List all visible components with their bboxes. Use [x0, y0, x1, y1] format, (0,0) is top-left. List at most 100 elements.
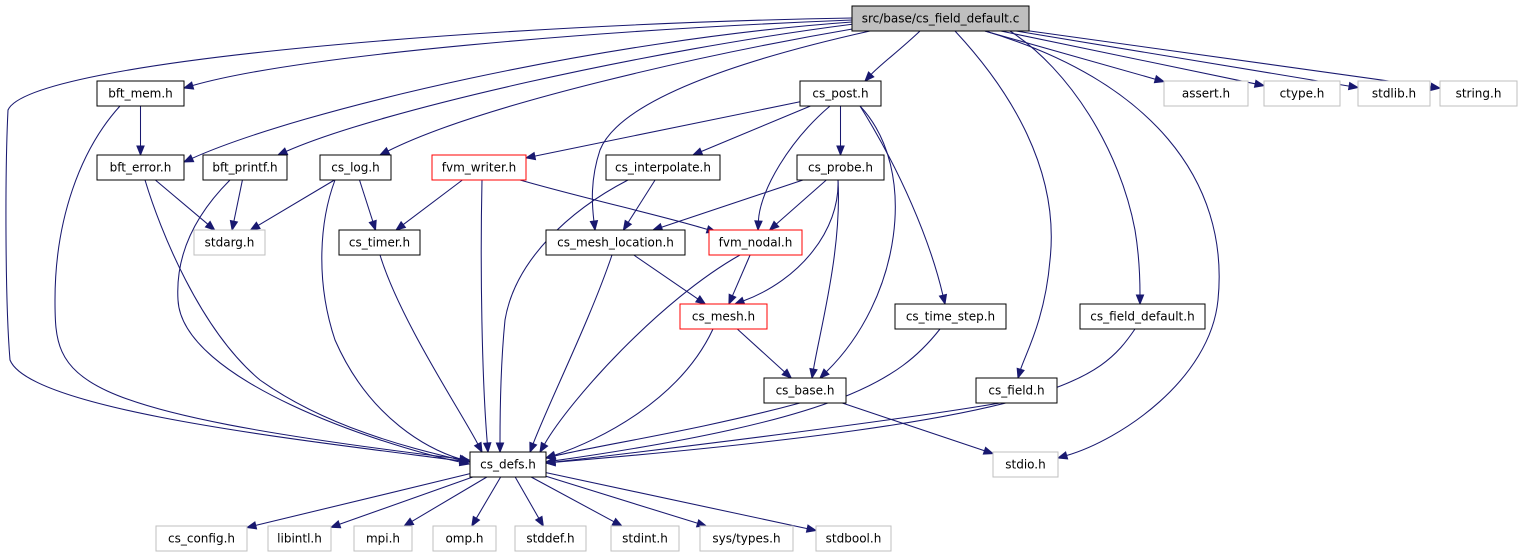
edge-line	[514, 476, 540, 519]
edge-line	[870, 30, 921, 75]
edge-line	[532, 254, 613, 444]
edge-bft_error-to-stdarg	[154, 179, 216, 231]
edge-cs_interpolate-to-cs_defs	[495, 179, 629, 454]
edge-cs_defs-to-libintl	[329, 476, 473, 529]
arrowhead	[471, 515, 481, 528]
edge-line	[544, 254, 741, 445]
node-cs-field-default-h[interactable]: cs_field_default.h	[1079, 303, 1206, 330]
node-label: src/base/cs_field_default.c	[862, 12, 1020, 26]
arrowhead	[589, 220, 599, 232]
arrowhead	[482, 442, 492, 454]
edge-line	[954, 30, 1052, 370]
node-label: cs_timer.h	[349, 236, 410, 250]
node-label: cs_post.h	[812, 87, 868, 101]
node-box	[267, 525, 332, 552]
node-cs-time-step[interactable]: cs_time_step.h	[894, 303, 1007, 330]
arrowhead	[691, 147, 704, 156]
node-cs-mesh-location[interactable]: cs_mesh_location.h	[545, 229, 686, 256]
arrowhead	[982, 446, 995, 455]
edge-line	[144, 179, 461, 461]
arrowhead	[539, 441, 549, 454]
node-stdio: stdio.h	[992, 451, 1059, 478]
arrowhead	[733, 296, 746, 305]
edge-cs_defs-to-stdint	[530, 476, 624, 527]
edge-root-to-string	[1028, 30, 1442, 92]
node-box	[975, 377, 1058, 404]
node-box	[432, 525, 497, 552]
edge-line	[359, 179, 374, 222]
node-label: cs_base.h	[776, 384, 835, 398]
edge-line	[1009, 30, 1141, 296]
node-cs-post[interactable]: cs_post.h	[799, 80, 882, 107]
node-label: cs_mesh.h	[692, 310, 755, 324]
edge-cs_post-to-cs_probe	[836, 106, 845, 157]
node-bft-printf[interactable]: bft_printf.h	[202, 154, 288, 181]
edge-line	[321, 179, 462, 460]
node-box	[202, 154, 288, 181]
edge-line	[191, 21, 853, 159]
edge-line	[545, 472, 808, 530]
node-cs-log[interactable]: cs_log.h	[319, 154, 392, 181]
node-label: stdbool.h	[826, 532, 882, 546]
node-box	[96, 154, 185, 181]
node-cs-timer[interactable]: cs_timer.h	[338, 229, 421, 256]
arrowhead	[534, 515, 544, 528]
node-box	[796, 154, 885, 181]
edge-cs_mesh_location-to-cs_mesh	[633, 254, 707, 305]
edge-line	[757, 105, 831, 222]
arrowhead	[694, 295, 707, 305]
edge-line	[339, 476, 473, 525]
arrowhead	[809, 367, 818, 380]
node-fvm-writer[interactable]: fvm_writer.h	[431, 154, 527, 181]
node-box	[605, 154, 721, 181]
node-box	[992, 451, 1059, 478]
node-bft-mem[interactable]: bft_mem.h	[96, 80, 185, 107]
node-label: fvm_nodal.h	[719, 236, 793, 250]
edge-line	[736, 328, 785, 373]
edge-root-to-bft_error	[182, 21, 853, 163]
arrowhead	[229, 219, 239, 232]
node-cs-mesh[interactable]: cs_mesh.h	[679, 303, 768, 330]
edge-root-to-bft_mem	[182, 19, 853, 90]
arrowhead	[459, 455, 472, 464]
node-label: cs_log.h	[331, 161, 380, 175]
node-label: cs_defs.h	[480, 458, 536, 472]
node-stdbool: stdbool.h	[815, 525, 892, 552]
node-box	[610, 525, 680, 552]
edge-bft_printf-to-stdarg	[229, 179, 243, 232]
node-cs-base[interactable]: cs_base.h	[763, 377, 847, 404]
node-cs-defs[interactable]: cs_defs.h	[469, 451, 547, 478]
node-stdint: stdint.h	[610, 525, 680, 552]
edge-root-to-assert	[984, 30, 1166, 84]
node-fvm-nodal[interactable]: fvm_nodal.h	[708, 229, 803, 256]
node-box	[319, 154, 392, 181]
edge-line	[776, 179, 827, 225]
arrowhead	[611, 517, 624, 527]
node-sys-types: sys/types.h	[699, 525, 794, 552]
arrowhead	[249, 221, 261, 231]
arrowhead	[368, 219, 377, 232]
node-label: stdarg.h	[205, 236, 255, 250]
edge-cs_base-to-stdio	[842, 402, 995, 455]
node-cs-probe[interactable]: cs_probe.h	[796, 154, 885, 181]
edge-line	[859, 105, 944, 296]
edge-fvm_writer-to-cs_timer	[395, 179, 463, 231]
node-box	[699, 525, 794, 552]
node-bft-error[interactable]: bft_error.h	[96, 154, 185, 181]
arrowhead	[1347, 81, 1360, 91]
edge-cs_post-to-fvm_writer	[524, 101, 801, 161]
node-cs-field[interactable]: cs_field.h	[975, 377, 1058, 404]
node-box	[338, 229, 421, 256]
node-box	[545, 229, 686, 256]
arrowhead	[819, 368, 830, 379]
edge-line	[387, 27, 859, 152]
node-box	[763, 377, 847, 404]
node-label: cs_field_default.h	[1090, 310, 1194, 324]
edge-cs_base-to-cs_defs	[544, 402, 801, 460]
edge-line	[5, 17, 853, 462]
edge-root-to-stdio	[984, 30, 1220, 460]
arrowhead	[1135, 294, 1145, 306]
edge-line	[530, 476, 615, 523]
node-cs-interpolate[interactable]: cs_interpolate.h	[605, 154, 721, 181]
edge-line	[984, 30, 1220, 457]
